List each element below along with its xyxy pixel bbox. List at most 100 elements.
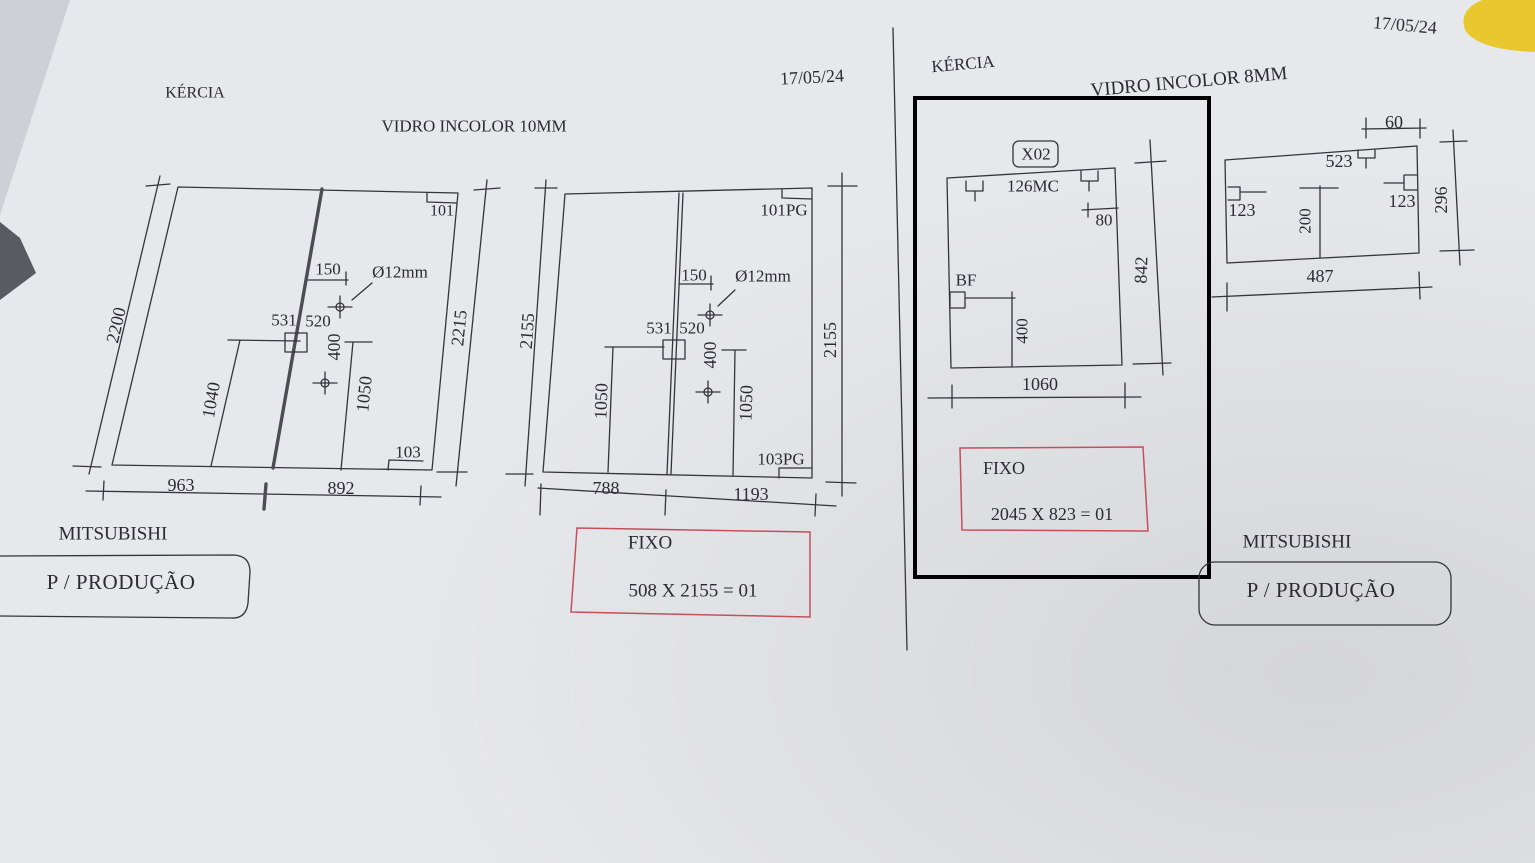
tick-mark [262, 482, 268, 511]
corner-mark-top [781, 188, 813, 200]
corner-mark-top [426, 192, 458, 204]
corner-right-label: 123 [1389, 191, 1416, 211]
fixed-box-border [570, 527, 811, 618]
hole-circle [320, 378, 330, 388]
offset-label: 150 [315, 260, 341, 279]
fixed-label: FIXO [983, 458, 1025, 478]
corner-top-label: 101PG [760, 201, 807, 220]
height-mark-label: 200 [1296, 208, 1315, 234]
tick-mark [72, 465, 102, 468]
tick-mark [1418, 271, 1421, 300]
dimension-line-left [524, 179, 547, 487]
tick-mark [539, 483, 542, 516]
height-right-line [732, 349, 736, 477]
dimension-line-right [1452, 129, 1461, 266]
width-right-label: 1193 [733, 484, 768, 504]
tick-mark [473, 187, 501, 191]
panel-a-split-line [271, 187, 324, 470]
stamp-text: P / PRODUÇÃO [1247, 578, 1396, 602]
height-right-label: 1050 [735, 385, 756, 422]
corner-mark-bottom [778, 467, 813, 479]
corner-top-label: 126MC [1007, 177, 1059, 196]
height-mark-label: 400 [1013, 318, 1032, 344]
panel-d-drawing: 60 523 123 123 200 296 487 [1211, 112, 1475, 312]
hole-circle [703, 387, 713, 397]
tick-mark [419, 485, 422, 506]
hole-marker-bottom [312, 371, 338, 395]
corner-bottom-label: BF [956, 271, 977, 290]
dim-right-label: 2155 [820, 322, 840, 358]
width-label: 487 [1307, 266, 1334, 286]
corner-mark-left [1227, 186, 1241, 201]
panel-b-split-line [666, 192, 680, 475]
dim-right-label: 2215 [447, 309, 471, 347]
tick-mark [1439, 140, 1468, 143]
hole-circle [705, 310, 715, 320]
hole-diameter-label: Ø12mm [735, 267, 791, 286]
tick-mark [1439, 249, 1475, 252]
dimension-line-bottom [927, 396, 1142, 399]
material-title: VIDRO INCOLOR 10MM [381, 117, 566, 136]
tick-mark [102, 480, 105, 501]
fixed-label: FIXO [628, 533, 672, 554]
corner-left-label: 123 [1229, 200, 1256, 220]
right-sheet: 17/05/24 KÉRCIA VIDRO INCOLOR 8MM X02 12… [913, 12, 1475, 626]
corner-top-label: 101 [430, 203, 454, 220]
height-label: 296 [1431, 187, 1451, 214]
tick-mark [825, 481, 857, 484]
panel-b-split-line [670, 192, 684, 475]
fixed-panel-box: FIXO 2045 X 823 = 01 [959, 446, 1149, 532]
dimension-line-right [455, 179, 488, 487]
split-square-mark [662, 339, 686, 360]
height-left-line [210, 339, 241, 467]
mark-right-label: 520 [305, 312, 331, 331]
dimension-line-bottom [1211, 286, 1433, 298]
height-right-line [340, 341, 354, 471]
height-left-label: 1050 [590, 383, 611, 420]
width-left-label: 788 [593, 478, 620, 498]
corner-square-mark [949, 291, 966, 309]
leader-line [351, 282, 373, 301]
dimension-line-top [1361, 127, 1427, 130]
hole-marker-bottom [695, 380, 721, 404]
stamp-border [0, 554, 251, 619]
tick-mark [664, 489, 667, 516]
sheet-date: 17/05/24 [780, 65, 845, 88]
tick-mark [1134, 160, 1167, 164]
panel-c-drawing: X02 126MC 80 BF 400 842 1060 [927, 139, 1172, 409]
offset-label: 80 [1096, 211, 1113, 230]
stamp-text: P / PRODUÇÃO [47, 570, 196, 594]
corner-top-label: 523 [1326, 151, 1353, 171]
hole-diameter-label: Ø12mm [372, 263, 428, 282]
mark-left-label: 531 [646, 319, 672, 338]
panel-b-drawing: 2155 2155 788 1193 1 [505, 172, 858, 517]
panel-a-outline [111, 186, 459, 471]
corner-mark-bottom [387, 459, 424, 471]
leader-line [717, 289, 736, 307]
fixed-box-border [959, 446, 1149, 532]
panel-b-outline [542, 187, 813, 479]
fixed-panel-box: FIXO 508 X 2155 = 01 [570, 527, 811, 618]
dim-left-label: 2155 [516, 312, 538, 349]
yellow-object [1463, 0, 1535, 52]
highlight-box [913, 96, 1211, 579]
corner-bottom-label: 103 [395, 443, 421, 462]
dimension-line-bottom [537, 487, 837, 507]
height-left-line [607, 346, 614, 473]
hole-marker-top [327, 295, 353, 319]
dimension-line-right [1149, 139, 1164, 376]
corner-mark-left [965, 180, 984, 202]
fixed-spec: 2045 X 823 = 01 [991, 504, 1113, 524]
hole-circle [335, 302, 345, 312]
width-right-label: 892 [328, 478, 355, 498]
split-square-mark [284, 332, 308, 353]
stamp-border [1198, 561, 1452, 626]
hole-marker-top [697, 303, 723, 327]
panel-d-outline [1224, 145, 1420, 264]
corner-mark-top [1357, 149, 1376, 169]
production-stamp: P / PRODUÇÃO [1198, 561, 1452, 626]
offset-label: 150 [681, 266, 707, 285]
